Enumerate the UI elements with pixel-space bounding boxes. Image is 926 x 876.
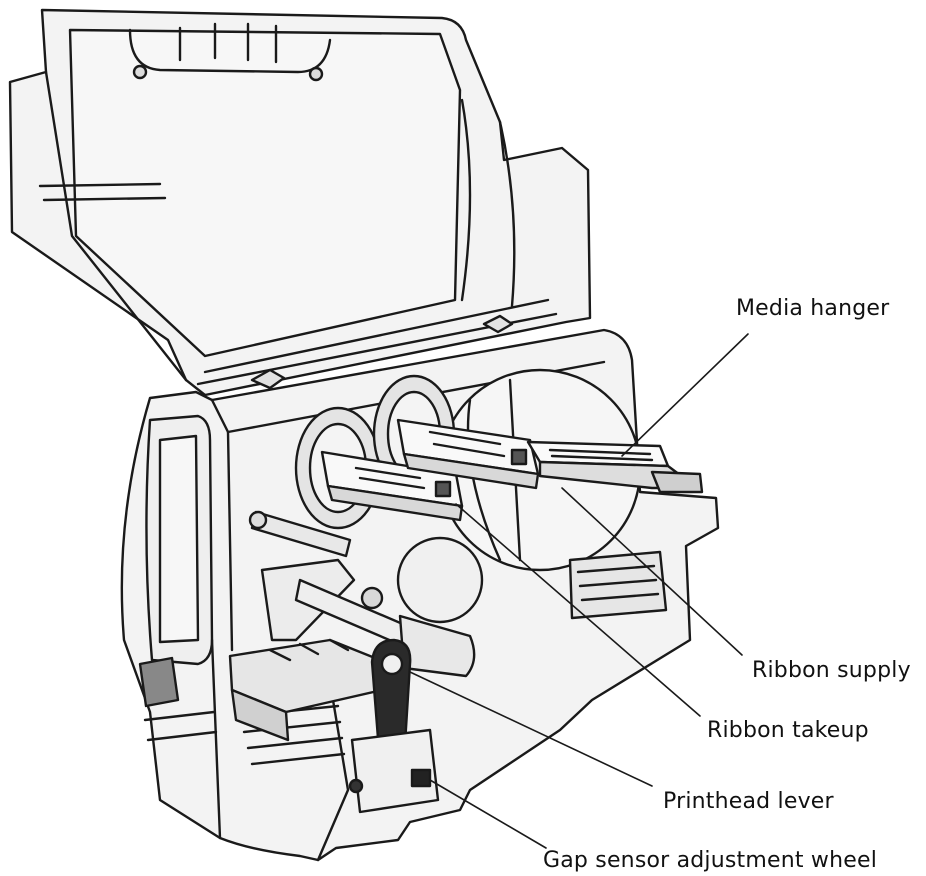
label-media-hanger: Media hanger <box>736 296 890 321</box>
gap-sensor-wheel <box>410 768 432 788</box>
label-ribbon-takeup: Ribbon takeup <box>707 718 869 743</box>
media-hanger-arm <box>526 440 704 494</box>
label-gap-sensor: Gap sensor adjustment wheel <box>543 848 878 873</box>
callout-lines <box>409 333 749 849</box>
label-ribbon-supply: Ribbon supply <box>752 658 911 683</box>
label-printhead-lever: Printhead lever <box>663 789 834 814</box>
printhead-lever <box>348 638 440 814</box>
ribbon-supply-spindle <box>396 418 540 490</box>
printer-lid <box>8 8 592 397</box>
ribbon-takeup-spindle <box>320 450 464 522</box>
printhead-assembly <box>228 558 476 742</box>
